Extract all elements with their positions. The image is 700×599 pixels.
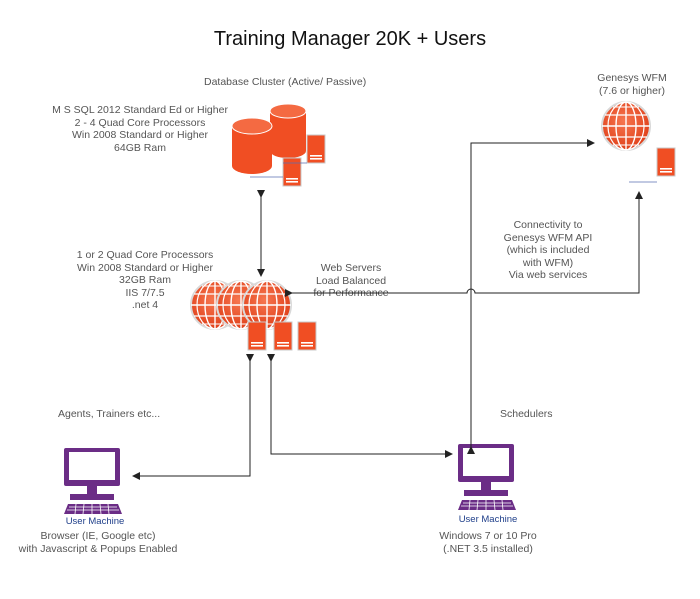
schedulers-user-machine-label: User Machine [458, 514, 518, 525]
arrow-webservers-agents [132, 354, 254, 480]
database-specs: M S SQL 2012 Standard Ed or Higher 2 - 4… [52, 104, 228, 154]
web-server-tower-icon-3 [297, 321, 317, 351]
web-server-tower-icon-1 [247, 321, 267, 351]
diagram-title: Training Manager 20K + Users [213, 28, 487, 50]
database-connector-lines [250, 162, 307, 178]
database-server-tower-icon-1 [306, 134, 326, 164]
database-cluster-heading: Database Cluster (Active/ Passive) [204, 76, 367, 88]
arrow-webservers-wfm [285, 191, 643, 297]
webserver-specs: 1 or 2 Quad Core Processors Win 2008 Sta… [76, 249, 214, 311]
genesys-wfm-globe-icon [601, 101, 651, 151]
database-server-tower-icon-2 [282, 157, 302, 187]
arrow-schedulers-wfm [467, 139, 595, 454]
database-cylinders-icon [231, 103, 307, 174]
agents-computer-icon [63, 447, 123, 515]
web-server-tower-icon-2 [273, 321, 293, 351]
agents-user-machine-label: User Machine [65, 516, 125, 527]
genesys-wfm-heading: Genesys WFM (7.6 or higher) [597, 72, 667, 97]
genesys-wfm-tower-icon [656, 147, 676, 177]
agents-machine-details: Browser (IE, Google etc) with Javascript… [18, 530, 178, 555]
schedulers-machine-details: Windows 7 or 10 Pro (.NET 3.5 installed) [439, 530, 537, 555]
schedulers-computer-icon [457, 443, 517, 511]
arrow-webservers-schedulers [267, 354, 453, 458]
